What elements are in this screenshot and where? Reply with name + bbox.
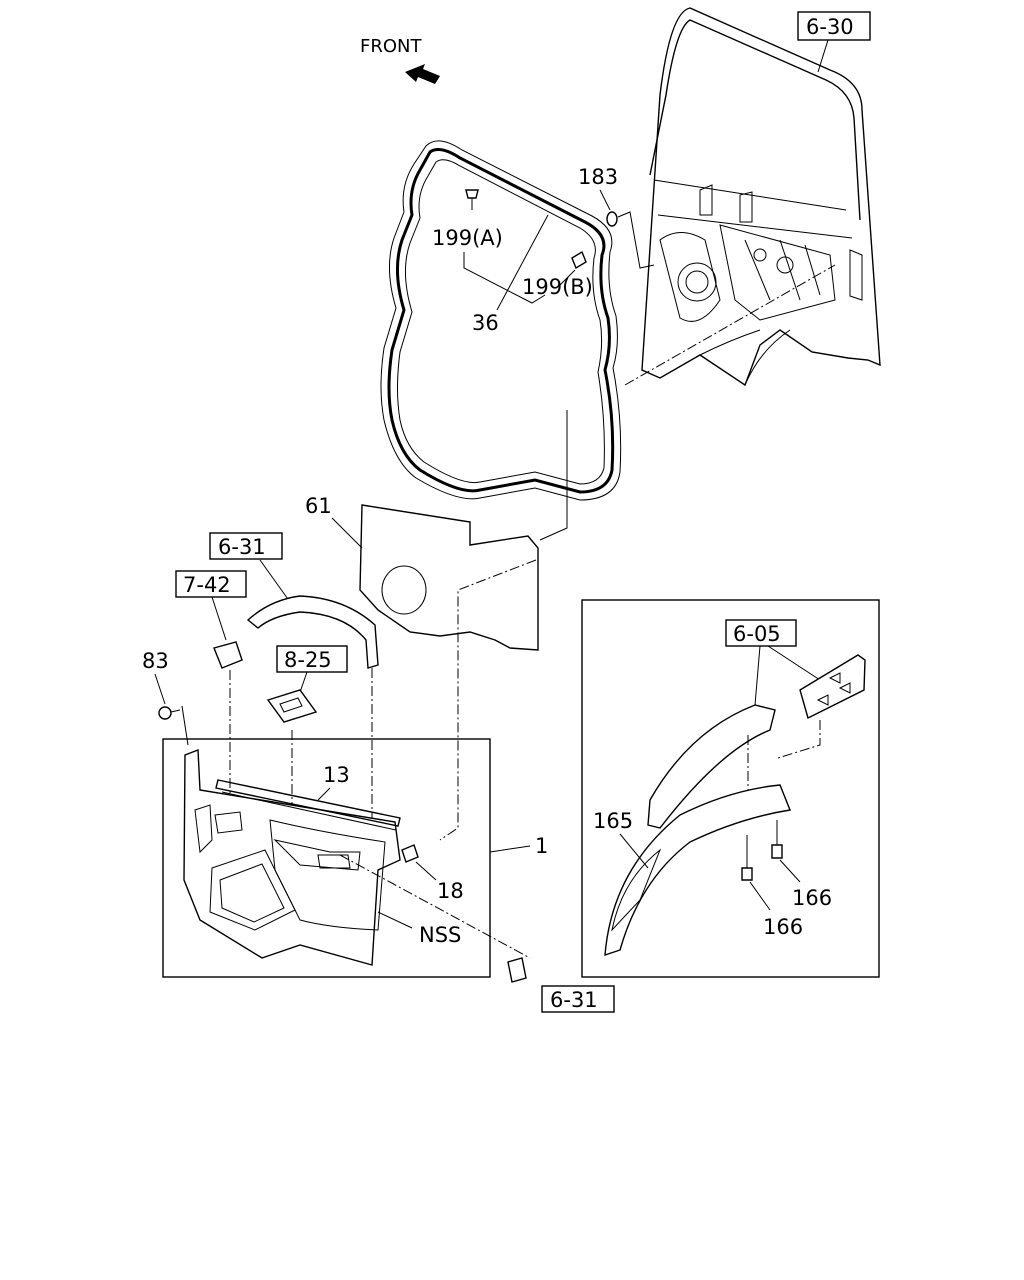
part-36-label: 36 bbox=[472, 311, 499, 335]
ref-box-lock-knob[interactable]: 7-42 bbox=[175, 570, 247, 598]
weatherstrip-36 bbox=[380, 140, 622, 501]
part-1-label: 1 bbox=[535, 834, 548, 858]
ref-lower-handle-label: 6-31 bbox=[550, 988, 598, 1012]
part-199a-label: 199(A) bbox=[432, 226, 503, 250]
lock-knob bbox=[213, 641, 243, 669]
trim-panel-box bbox=[162, 738, 491, 978]
part-61-label: 61 bbox=[305, 494, 332, 518]
clip-18-icon bbox=[401, 844, 419, 863]
front-label: FRONT bbox=[360, 36, 422, 57]
bolt-166-right-icon bbox=[771, 820, 783, 859]
door-trim-panel bbox=[183, 748, 401, 966]
part-166-right-label: 166 bbox=[792, 886, 832, 910]
garnish-detail-box bbox=[581, 599, 880, 978]
grommet-183 bbox=[606, 211, 618, 227]
part-199b-label: 199(B) bbox=[522, 275, 593, 299]
garnish-bracket bbox=[799, 654, 866, 720]
door-frame bbox=[641, 7, 881, 387]
part-18-label: 18 bbox=[437, 879, 464, 903]
clip-199a-icon bbox=[465, 189, 479, 210]
trim-strip-13 bbox=[215, 779, 401, 831]
ref-box-lower-handle[interactable]: 6-31 bbox=[541, 985, 615, 1013]
ref-box-garnish[interactable]: 6-05 bbox=[725, 619, 797, 647]
garnish-upper bbox=[647, 704, 776, 829]
ref-upper-handle-label: 6-31 bbox=[218, 535, 266, 559]
screw-83-icon bbox=[158, 706, 181, 720]
sealing-sheet-61 bbox=[359, 504, 539, 651]
bolt-166-left-icon bbox=[741, 835, 753, 881]
window-switch bbox=[266, 689, 318, 723]
nss-label: NSS bbox=[419, 923, 461, 947]
ref-box-upper-handle[interactable]: 6-31 bbox=[209, 532, 283, 560]
part-166-left-label: 166 bbox=[763, 915, 803, 939]
inner-handle-bezel bbox=[507, 957, 527, 983]
ref-window-switch-label: 8-25 bbox=[284, 648, 332, 672]
ref-box-window-switch[interactable]: 8-25 bbox=[276, 645, 348, 673]
grab-handle bbox=[246, 595, 379, 669]
ref-lock-knob-label: 7-42 bbox=[183, 573, 231, 597]
part-13-label: 13 bbox=[323, 763, 350, 787]
part-165-label: 165 bbox=[593, 809, 633, 833]
ref-garnish-label: 6-05 bbox=[733, 622, 781, 646]
part-83-label: 83 bbox=[142, 649, 169, 673]
clip-199b-icon bbox=[571, 250, 587, 270]
ref-box-door-frame[interactable]: 6-30 bbox=[797, 11, 871, 41]
part-183-label: 183 bbox=[578, 165, 618, 189]
garnish-panel-165 bbox=[604, 784, 791, 956]
ref-door-frame-label: 6-30 bbox=[806, 15, 854, 39]
front-arrow-icon bbox=[405, 64, 440, 84]
